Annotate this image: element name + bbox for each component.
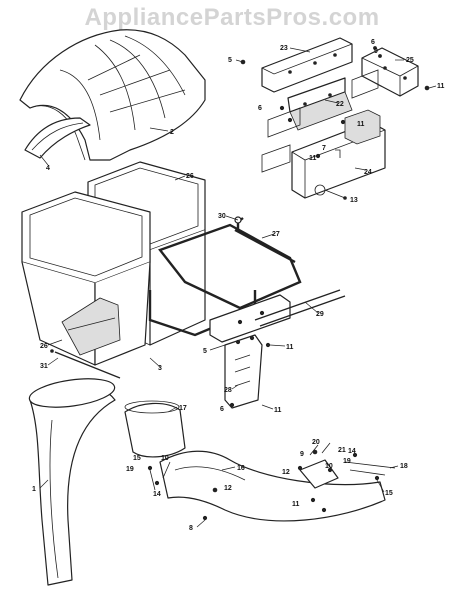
- callout-3: 3: [158, 365, 162, 372]
- callout-30: 30: [218, 213, 226, 220]
- callout-7: 7: [322, 145, 326, 152]
- rear-flap: [24, 117, 91, 159]
- callout-11a: 11: [437, 83, 445, 90]
- callout-15b: 15: [385, 490, 393, 497]
- watermark: AppliancePartsPros.com: [84, 4, 380, 31]
- callout-18: 18: [400, 463, 408, 470]
- callout-6a: 6: [371, 39, 375, 46]
- hitch-bracket: [209, 294, 291, 343]
- support-arm-28: [224, 334, 271, 409]
- grass-bag-left: [21, 191, 151, 366]
- callout-27: 27: [272, 231, 280, 238]
- callout-14a: 14: [153, 491, 161, 498]
- callout-15a: 15: [133, 455, 141, 462]
- mounting-bracket-25: [361, 47, 419, 97]
- callout-6b: 6: [258, 105, 262, 112]
- callout-16: 16: [237, 465, 245, 472]
- latch-assembly: [297, 442, 396, 513]
- callout-31: 31: [40, 363, 48, 370]
- callout-11e: 11: [274, 407, 282, 414]
- latch-hardware-left: [147, 461, 218, 521]
- leader-lines: [39, 47, 437, 528]
- callout-13: 13: [350, 197, 358, 204]
- callout-9a: 9: [374, 48, 378, 55]
- callout-26a: 26: [186, 173, 194, 180]
- callout-11d: 11: [286, 344, 294, 351]
- callout-1: 1: [32, 486, 36, 493]
- callout-17: 17: [179, 405, 187, 412]
- callout-29: 29: [316, 311, 324, 318]
- callout-11f: 11: [292, 501, 300, 508]
- mounting-bracket-23: [261, 37, 353, 93]
- callout-8: 8: [189, 525, 193, 532]
- callout-12a: 12: [224, 485, 232, 492]
- callout-25: 25: [406, 57, 414, 64]
- rod-29: [254, 289, 346, 327]
- mounting-bracket-22: [287, 77, 353, 131]
- support-channel-24: [261, 69, 386, 199]
- callout-11c: 11: [309, 155, 317, 162]
- rod-31: [50, 349, 121, 379]
- callout-20: 20: [312, 439, 320, 446]
- callout-2: 2: [170, 129, 174, 136]
- callout-26b: 26: [40, 343, 48, 350]
- callout-10a: 10: [161, 455, 169, 462]
- callout-4: 4: [46, 165, 50, 172]
- callout-28: 28: [224, 387, 232, 394]
- callout-21: 21: [338, 447, 346, 454]
- callout-14b: 14: [348, 448, 356, 455]
- callout-5a: 5: [228, 57, 232, 64]
- callout-6c: 6: [220, 406, 224, 413]
- callout-23: 23: [280, 45, 288, 52]
- callout-5b: 5: [203, 348, 207, 355]
- callout-labels: 2 4 5 23 6 9 25 11 6 22 11 7 11 24 13 26…: [32, 39, 445, 532]
- callout-9b: 9: [300, 451, 304, 458]
- callout-19b: 19: [343, 458, 351, 465]
- callout-10b: 10: [325, 463, 333, 470]
- callout-12b: 12: [282, 469, 290, 476]
- callout-19a: 19: [126, 466, 134, 473]
- callout-24: 24: [364, 169, 372, 176]
- callout-22: 22: [336, 101, 344, 108]
- discharge-chute-1: [28, 378, 116, 586]
- chute-section-17: [124, 400, 186, 458]
- chute-tube-16: [159, 450, 386, 522]
- hardware-upper-right: [235, 46, 430, 200]
- callout-11b: 11: [357, 121, 365, 128]
